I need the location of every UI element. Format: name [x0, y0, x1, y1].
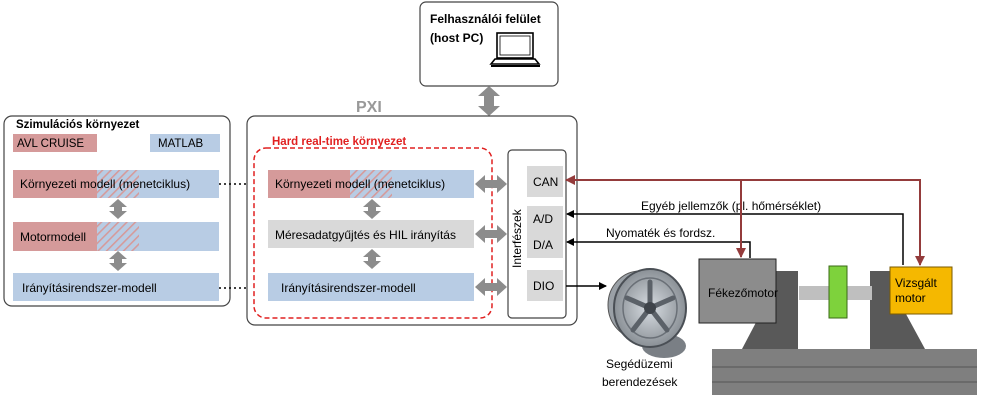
- host-pc-box: Felhasználói felület (host PC): [419, 1, 559, 87]
- torque-speed-label: Nyomaték és fordsz.: [606, 226, 715, 240]
- test-motor-label-line2: motor: [895, 291, 926, 305]
- hard-realtime-title: Hard real-time környezet: [272, 136, 406, 148]
- host-pc-title: Felhasználói felület: [430, 12, 541, 26]
- shaft-right: [847, 286, 872, 300]
- pxi-daq-hil-label: Méresadatgyűjtés és HIL irányítás: [275, 228, 456, 242]
- brake-motor: [698, 258, 777, 324]
- dio-port: [527, 270, 563, 301]
- pxi-env-model-label: Környezeti modell (menetciklus): [275, 177, 445, 191]
- can-bus-lines: [565, 175, 925, 266]
- can-port: [527, 166, 563, 197]
- auxiliary-equipment: Segédüzemi berendezések: [602, 268, 687, 389]
- brake-motor-label: Fékezőmotor: [708, 286, 778, 300]
- legend-matlab-label: MATLAB: [158, 138, 203, 150]
- test-motor-label-line1: Vizsgált: [895, 276, 937, 290]
- test-bench: Fékezőmotor Vizsgált motor: [698, 258, 977, 395]
- sim-env-motor-arrow: [109, 199, 127, 219]
- aux-equipment-label-line1: Segédüzemi: [606, 357, 673, 371]
- ad-label: A/D: [533, 212, 553, 226]
- interfaces-box: Interfészek CAN A/D D/A DIO: [507, 149, 567, 319]
- da-label: D/A: [533, 238, 553, 252]
- bench-base: [712, 349, 977, 395]
- torque-speed-line: [566, 238, 751, 258]
- pxi-daq-control-arrow: [363, 249, 381, 269]
- control-interface-arrow: [475, 278, 507, 296]
- pxi-env-model-block: Környezeti modell (menetciklus): [268, 170, 474, 198]
- aux-equipment-label-line2: berendezések: [602, 375, 678, 389]
- shaft-left: [799, 286, 829, 300]
- other-signals-line: [566, 210, 904, 265]
- daq-interface-arrow: [475, 225, 507, 243]
- pxi-env-daq-arrow: [363, 199, 381, 219]
- sim-motor-model-block: Motormodell: [13, 222, 219, 251]
- laptop-icon: [489, 32, 541, 67]
- sim-control-model-block: Irányításirendszer-modell: [13, 273, 219, 301]
- pxi-box: PXI Hard real-time környezet Környezeti …: [246, 99, 578, 326]
- env-interface-arrow: [475, 175, 507, 193]
- host-pxi-link-arrow: [478, 86, 500, 116]
- legend-avl-swatch: [13, 134, 97, 152]
- sim-motor-model-label: Motormodell: [20, 230, 86, 244]
- simulation-environment-title: Szimulációs környezet: [16, 119, 140, 131]
- sim-env-model-label: Környezeti modell (menetciklus): [20, 177, 190, 191]
- can-label: CAN: [533, 175, 558, 189]
- sim-control-model-label: Irányításirendszer-modell: [22, 281, 157, 295]
- pxi-control-model-label: Irányításirendszer-modell: [281, 281, 416, 295]
- signal-lines: Egyéb jellemzők (pl. hőmérséklet) Nyomat…: [566, 199, 904, 290]
- sim-env-model-block: Környezeti modell (menetciklus): [13, 170, 219, 198]
- host-pc-subtitle: (host PC): [430, 31, 483, 45]
- coupling: [828, 265, 848, 319]
- ad-da-port: [527, 206, 563, 258]
- test-motor: [889, 266, 953, 315]
- sim-motor-control-arrow: [109, 251, 127, 271]
- legend-avl-label: AVL CRUISE: [17, 138, 84, 150]
- dio-label: DIO: [533, 279, 554, 293]
- pxi-control-model-block: Irányításirendszer-modell: [268, 273, 474, 301]
- pxi-daq-hil-block: Méresadatgyűjtés és HIL irányítás: [268, 220, 474, 248]
- interfaces-title: Interfészek: [510, 208, 524, 268]
- legend-matlab-swatch: [150, 134, 220, 152]
- simulation-environment-box: Szimulációs környezet AVL CRUISE MATLAB …: [3, 115, 231, 307]
- pxi-title: PXI: [356, 99, 382, 116]
- other-signals-label: Egyéb jellemzők (pl. hőmérséklet): [641, 199, 821, 213]
